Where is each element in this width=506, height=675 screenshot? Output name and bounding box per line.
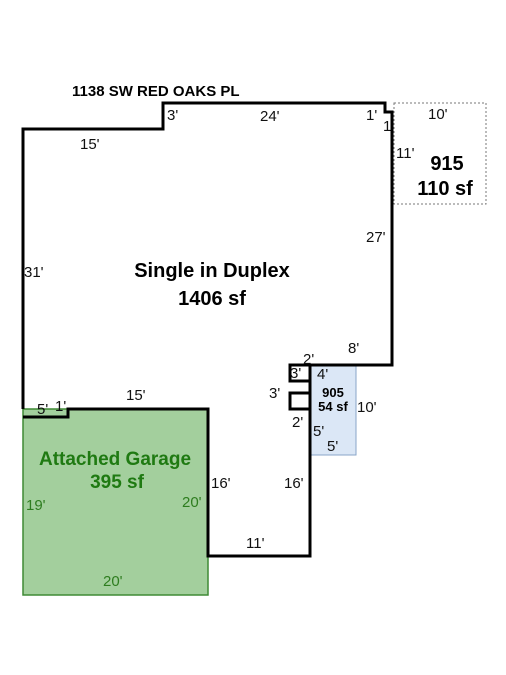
room-905-size: 54 sf [318,399,348,414]
garage-fill [22,408,209,596]
room-905-label: 905 [322,385,344,400]
dim-step-1: 1 [383,118,391,135]
dim-room905-4: 4' [317,366,328,383]
dim-left-1: 1' [55,398,66,415]
main-outline [21,101,394,558]
garage-size: 395 sf [90,472,145,493]
dim-right-8: 8' [348,340,359,357]
dim-garage-20-bottom: 20' [103,573,123,590]
dim-room915-width: 10' [428,106,448,123]
dim-left-height: 31' [24,264,44,281]
dim-room905-5-bottom: 5' [327,438,338,455]
dim-left-5: 5' [37,401,48,418]
room-915-size: 110 sf [417,178,473,200]
dim-room905-5-left: 5' [313,423,324,440]
dim-notch-2-lower: 2' [292,414,303,431]
dim-right-16: 16' [284,475,304,492]
dim-inner-16: 16' [211,475,231,492]
dim-notch-3: 3' [167,107,178,124]
dim-top-right-1: 1' [366,107,377,124]
dim-notch-3-mid: 3' [269,385,280,402]
dim-top-left-width: 15' [80,136,100,153]
dim-top-width: 24' [260,108,280,125]
room-915-outline [393,102,487,205]
dim-right-height: 27' [366,229,386,246]
dim-room915-height: 11' [396,145,415,162]
room-915-label: 915 [430,153,463,175]
main-area-label: Single in Duplex [134,260,290,282]
dim-notch-2-upper: 2' [303,351,314,368]
garage-label: Attached Garage [39,449,191,470]
address-label: 1138 SW RED OAKS PL [72,83,240,100]
dim-garage-19: 19' [26,497,46,514]
dim-garage-20-right: 20' [182,494,202,511]
dim-notch-3-left: 3' [290,365,301,382]
main-notch [288,363,310,383]
main-notch-lower [288,391,310,411]
dim-room905-10: 10' [357,399,377,416]
room-905-fill [309,364,357,456]
dim-garage-top-15: 15' [126,387,146,404]
dim-bottom-11: 11' [246,535,265,552]
main-area-size: 1406 sf [178,288,246,310]
